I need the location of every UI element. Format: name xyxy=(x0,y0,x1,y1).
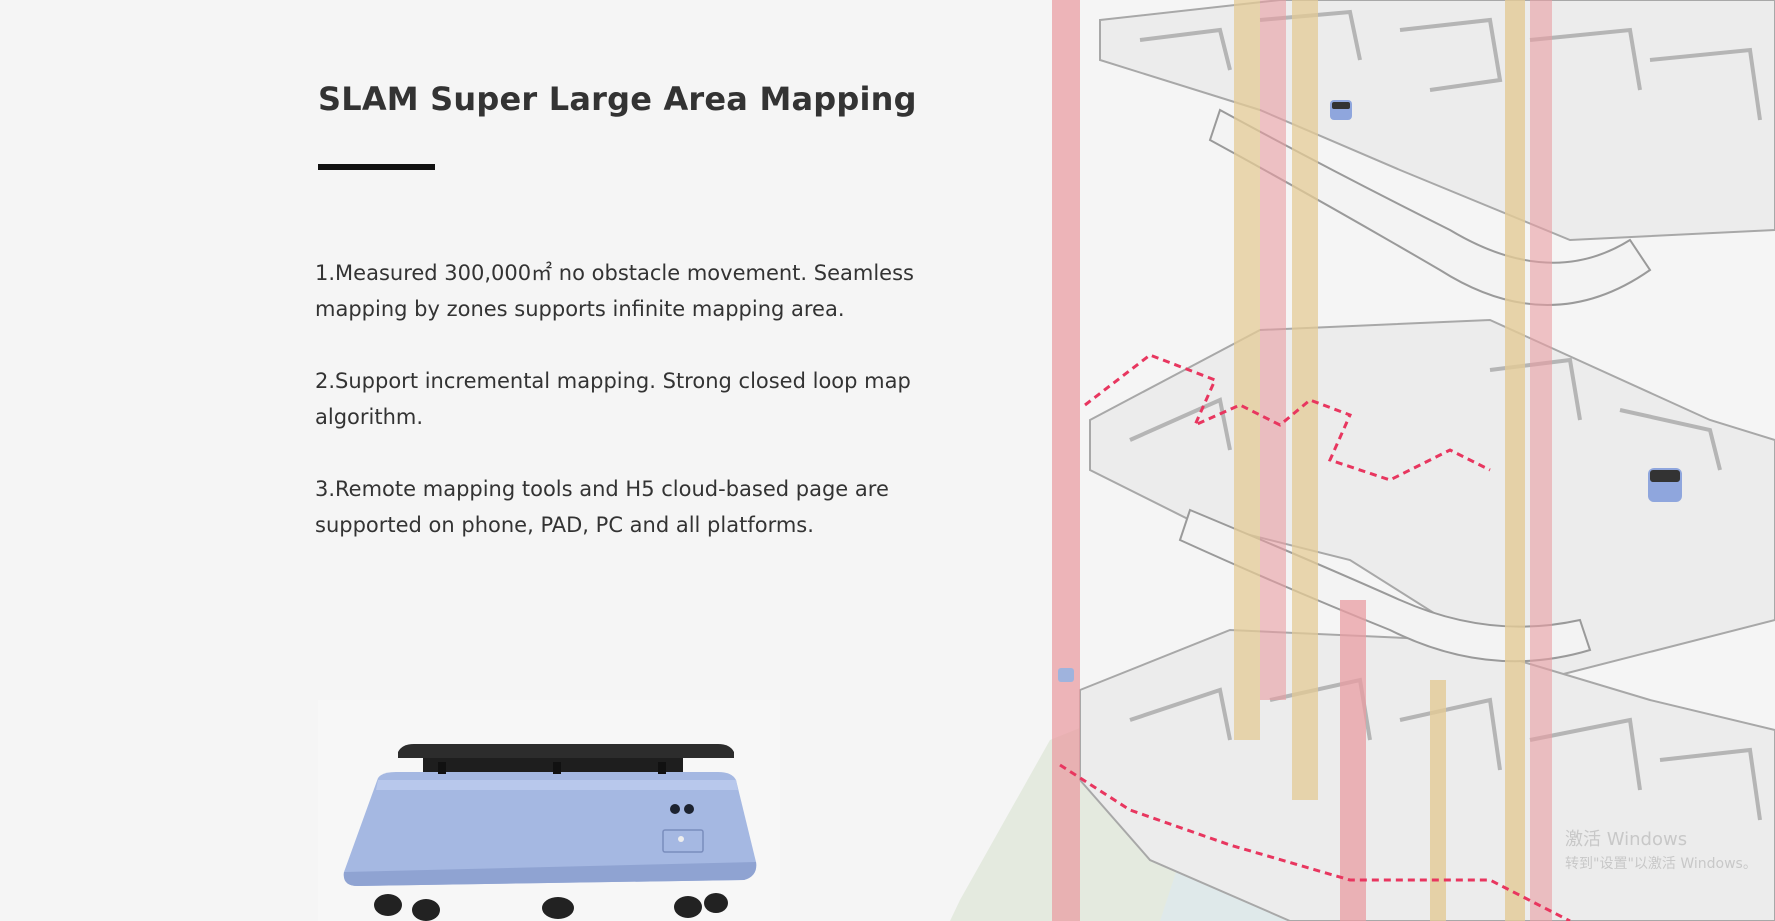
windows-activation-watermark: 激活 Windows 转到"设置"以激活 Windows。 xyxy=(1565,828,1757,876)
watermark-line-1: 激活 Windows xyxy=(1565,829,1688,850)
watermark-line-2: 转到"设置"以激活 Windows。 xyxy=(1565,856,1757,872)
feature-item-2: 2.Support incremental mapping. Strong cl… xyxy=(315,369,911,429)
robot-product-image xyxy=(318,700,780,921)
section-title: SLAM Super Large Area Mapping xyxy=(318,80,917,118)
multi-floor-map-illustration xyxy=(930,0,1775,921)
feature-list: 1.Measured 300,000㎡ no obstacle movement… xyxy=(315,255,965,579)
feature-item-3: 3.Remote mapping tools and H5 cloud-base… xyxy=(315,477,889,537)
title-underline xyxy=(318,164,435,170)
feature-item-1: 1.Measured 300,000㎡ no obstacle movement… xyxy=(315,261,914,321)
